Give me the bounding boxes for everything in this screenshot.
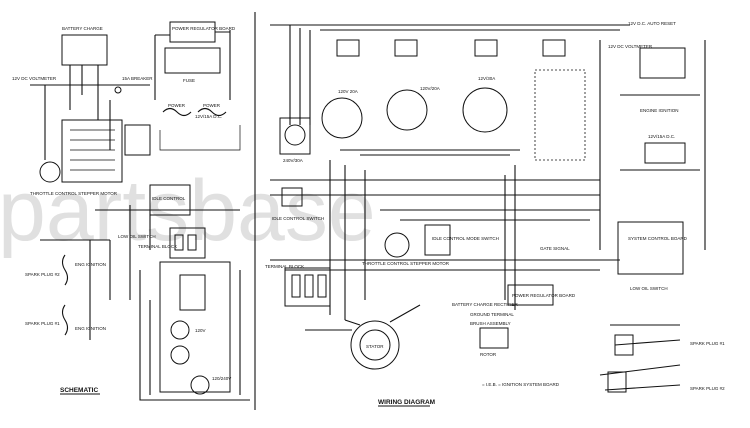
connector-4 [542,39,566,57]
breaker-15a-label: 15A BREAKER [122,76,153,81]
recept-240-label: 240V/30A [283,158,303,163]
rotor-label: ROTOR [480,352,497,357]
recept-120-20a-label: 120V/20A [420,86,440,91]
ignition-coil-1 [61,254,69,286]
schematic-receptacle-240v [190,375,210,395]
stator-label: STATOR [366,344,384,349]
ignition-coil-2 [61,304,69,336]
schematic-voltmeter-label: 12V DC VOLTMETER [12,76,57,81]
stepper-motor [384,232,410,258]
brush-assembly [479,327,509,349]
receptacle-120v-20a-b [386,89,428,131]
spark-plug-wires [599,324,681,391]
dc-outlet-enclosure [534,69,586,161]
schematic-receptacle-120v-b [170,345,190,365]
battery-rectifier-label: BATTERY CHARGE RECTIFIER [452,302,519,307]
spark-plug-2-label: SPARK PLUG #1 [25,321,60,326]
wiring-terminal-label: TERMINAL BLOCK [265,264,304,269]
sys-board-label: SYSTEM CONTROL BOARD [628,236,688,241]
schematic-terminal-label: TERMINAL BLOCK [138,244,177,249]
breaker-label: 12V/15A D.C. [648,134,675,139]
recept-120v-label: 120V [195,328,206,333]
oil-switch-label: LOW OIL SWITCH [118,234,156,239]
battery-charge-block [61,34,108,66]
throttle-stepper-motor [39,161,61,183]
idle-control-switch-label: IDLE CONTROL SWITCH [272,216,324,221]
spark-plug-1-label: SPARK PLUG #2 [25,272,60,277]
ignition-note: = I.E.B. = IGNITION SYSTEM BOARD [482,382,560,387]
schematic-idle-control [149,184,191,216]
ground-terminal-label: GROUND TERMINAL [470,312,514,317]
brush-label: BRUSH ASSEMBLY [470,321,511,326]
wiring-system-board [617,221,684,275]
receptacle-120v-20a-a [321,97,363,139]
stepper-label: THROTTLE CONTROL STEPPER MOTOR [362,261,450,266]
low-oil-label: LOW OIL SWITCH [630,286,668,291]
schematic-receptacle-panel [159,261,231,393]
recept-240v-label: 120/240V [212,376,231,381]
battery-charge-label: BATTERY CHARGE [62,26,103,31]
receptacle-120v-30a [462,87,508,133]
recept-12v-label: 12V/30A [478,76,495,81]
wiring-terminal-block [284,267,331,307]
connector-1 [336,39,360,57]
spark-plug-boot-1 [614,334,634,356]
power-regulator-board-wiring [507,284,554,306]
connector-2 [394,39,418,57]
spark-2-label: SPARK PLUG #2 [690,386,725,391]
recept-20a-label: 120V 20A [338,89,358,94]
schematic-section: BATTERY CHARGE POWER REGULATOR BOARD FUS… [12,21,250,401]
stator [350,320,400,370]
schematic-receptacle-120v [170,320,190,340]
power-label-1: POWER [168,103,186,108]
schematic-title: SCHEMATIC [60,387,98,394]
power-label-2: POWER [203,103,221,108]
breaker-dc-label: 12V/15A D.C. [195,114,222,119]
power-reg-label: POWER REGULATOR BOARD [512,293,576,298]
wiring-title: WIRING DIAGRAM [378,399,435,406]
auto-reset-label: 12V D.C. AUTO RESET [628,21,676,26]
wiring-voltmeter [639,47,686,79]
wiring-section: 240V/30A 120V 20A 120V/20A 12V/30A 12V D… [265,21,725,407]
engine-ignition-label: ENGINE IGNITION [640,108,679,113]
connector-3 [474,39,498,57]
schematic-terminal-block [169,227,206,259]
power-regulator-board [169,21,216,43]
idle-mode-label: IDLE CONTROL MODE SWITCH [432,236,499,241]
spark-plug-boot-2 [607,371,627,393]
spark-1-label: SPARK PLUG #1 [690,341,725,346]
receptacle-240v [279,117,311,155]
power-regulator-label: POWER REGULATOR BOARD [172,26,236,31]
fuse-label: FUSE [183,78,195,83]
schematic-system-board [61,119,123,183]
idle-control-label: IDLE CONTROL [152,196,186,201]
gate-signal-label: GATE SIGNAL [540,246,570,251]
wiring-voltmeter-label: 12V DC VOLTMETER [608,44,653,49]
idle-control-switch [281,187,303,207]
throttle-label: THROTTLE CONTROL STEPPER MOTOR [30,191,118,196]
